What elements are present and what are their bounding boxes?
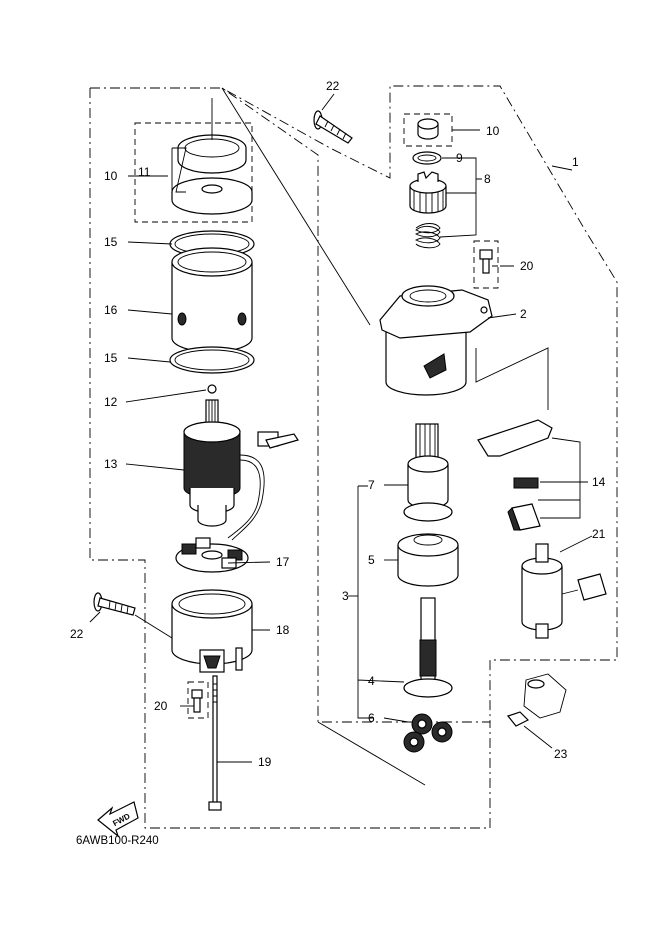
callout-13: 13 (104, 457, 118, 471)
bolt-part-22-top (313, 110, 353, 144)
clutch-part-7 (403, 423, 453, 522)
callout-5: 5 (368, 553, 375, 567)
shaft-part-4 (403, 597, 453, 698)
armature-part-13 (183, 399, 299, 541)
diagram-code: 6AWB100-R240 (76, 835, 159, 847)
gear-housing-part-5 (397, 533, 459, 587)
callout-16: 16 (104, 303, 118, 317)
screw-part-20-left (191, 689, 203, 713)
plunger-part-23 (506, 673, 567, 727)
o-ring-part-15-bottom (169, 346, 255, 374)
callout-4: 4 (368, 674, 375, 688)
bracket-part-18 (171, 589, 253, 673)
callout-7: 7 (368, 478, 375, 492)
callout-12: 12 (104, 395, 118, 409)
callout-17: 17 (276, 555, 290, 569)
callout-22-left: 22 (70, 627, 84, 641)
planet-gears-part-6 (403, 713, 453, 753)
through-bolt-part-19 (208, 675, 222, 811)
callout-labels: 10 11 15 16 15 12 13 17 18 22 20 19 22 1… (70, 79, 606, 769)
callout-14: 14 (592, 475, 606, 489)
callout-3: 3 (342, 589, 349, 603)
collar-part-9 (412, 151, 442, 165)
yoke-part-16 (171, 247, 253, 353)
callout-15-top: 15 (104, 235, 118, 249)
callout-8: 8 (484, 172, 491, 186)
spring-part-8 (414, 223, 441, 249)
callout-6: 6 (368, 711, 375, 725)
fwd-arrow-icon: FWD (97, 801, 139, 838)
callout-1: 1 (572, 155, 579, 169)
lever-part-14 (477, 419, 553, 531)
pinion-gear-part-8 (409, 171, 447, 214)
ball-part-12 (207, 384, 217, 394)
brush-holder-part-17 (175, 537, 249, 573)
callout-10-right: 10 (486, 124, 500, 138)
callout-11: 11 (138, 165, 151, 179)
callout-20-right: 20 (520, 259, 534, 273)
callout-21: 21 (592, 527, 606, 541)
callout-22-top: 22 (326, 79, 340, 93)
housing-part-2 (379, 285, 493, 396)
callout-18: 18 (276, 623, 290, 637)
leader-lines (89, 93, 593, 763)
solenoid-part-21 (521, 543, 607, 639)
assembly-boundaries (89, 85, 618, 829)
callout-9: 9 (456, 151, 463, 165)
cap-part-10-right (417, 118, 439, 140)
callout-20-left: 20 (154, 699, 168, 713)
callout-15-bottom: 15 (104, 351, 118, 365)
screw-part-20-right (479, 249, 493, 274)
bolt-part-22-left (93, 592, 136, 616)
callout-23: 23 (554, 747, 568, 761)
callout-19: 19 (258, 755, 272, 769)
cover-part-11 (171, 177, 253, 215)
callout-10-left: 10 (104, 169, 118, 183)
ring-part-11 (177, 134, 247, 174)
callout-2: 2 (520, 307, 527, 321)
